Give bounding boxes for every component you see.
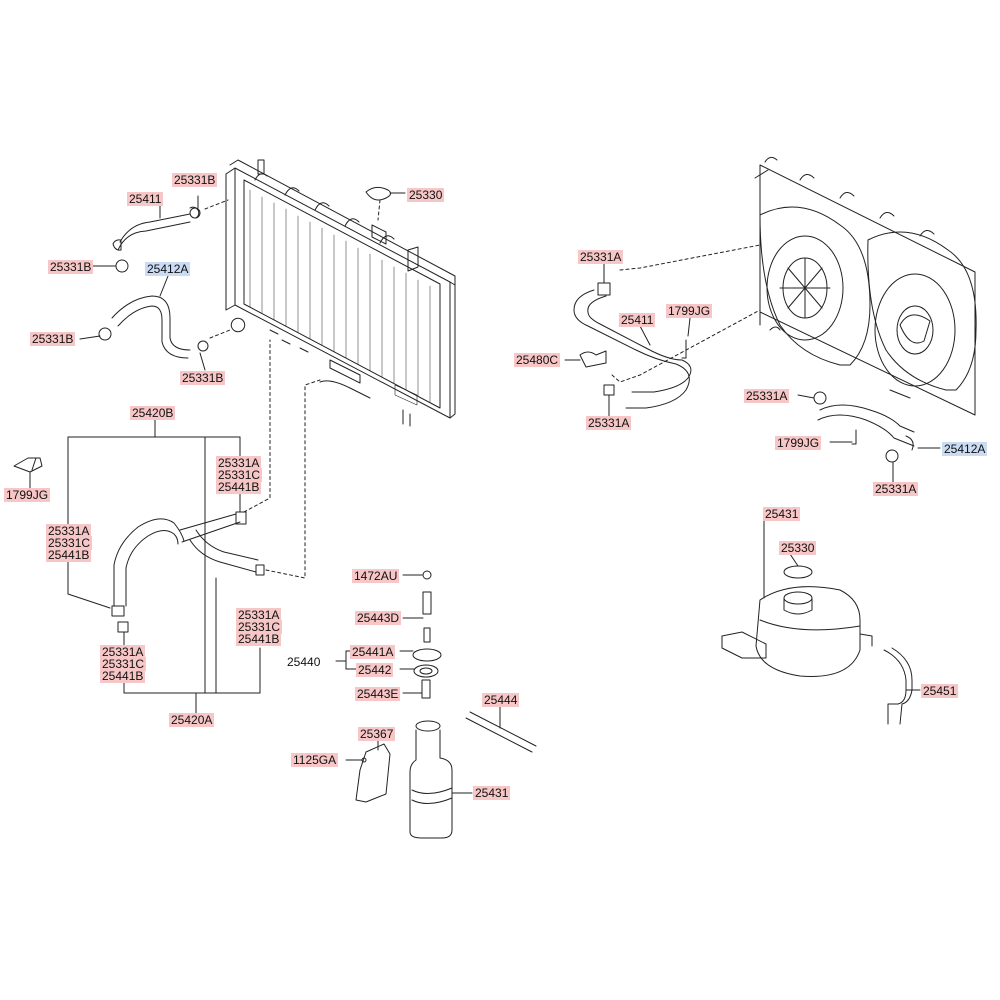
- part-label-l35: 25411: [619, 313, 656, 327]
- part-label-l9: 25331A: [216, 456, 262, 470]
- part-label-l22: 25331A: [100, 645, 146, 659]
- part-label-l4: 25331B: [48, 260, 94, 274]
- part-label-l33: 25331A: [578, 250, 624, 264]
- clamp-25331b-c: [197, 340, 209, 352]
- part-label-l23: 25331C: [100, 657, 147, 671]
- part-label-l26: 25442: [356, 663, 394, 677]
- upper-hose-right: [573, 244, 761, 409]
- part-label-l2: 25411: [127, 192, 164, 206]
- clamp-25331b-b: [98, 327, 112, 341]
- part-label-l39: 1799JG: [775, 436, 822, 450]
- part-label-l19: 25441B: [236, 632, 282, 646]
- part-label-l18: 25331C: [236, 620, 283, 634]
- part-label-l41: 25331A: [873, 482, 919, 496]
- part-label-l21: 25441A: [350, 645, 396, 659]
- part-label-l28: 25444: [482, 693, 520, 707]
- part-label-l10: 25331C: [216, 468, 263, 482]
- part-label-l15: 25441B: [46, 548, 92, 562]
- part-label-l31: 1125GA: [291, 753, 339, 767]
- radiator-fan-right: [754, 156, 977, 416]
- upper-hose-left: [112, 199, 229, 251]
- part-label-l27: 25443E: [355, 687, 401, 701]
- clamp-25331b-a: [115, 259, 129, 273]
- part-label-l3: 25330: [407, 188, 445, 202]
- part-label-l25: 25440: [287, 655, 321, 669]
- radiator-cap-left: [365, 186, 392, 201]
- part-label-l16: 1472AU: [352, 569, 400, 583]
- lower-hose-right: [813, 391, 915, 463]
- part-label-l20: 25443D: [355, 611, 402, 625]
- clip-1799jg-left: [13, 457, 43, 473]
- radiator-left: [225, 159, 456, 427]
- part-label-l29: 25420A: [169, 713, 215, 727]
- part-label-l5: 25412A: [145, 262, 191, 276]
- part-label-l42: 25431: [763, 507, 801, 521]
- part-label-l17: 25331A: [236, 608, 282, 622]
- part-label-l8: 25420B: [130, 406, 176, 420]
- part-label-l24: 25441B: [100, 669, 146, 683]
- part-label-l34: 1799JG: [666, 304, 713, 318]
- lower-hose-left: [111, 295, 231, 359]
- part-label-l12: 1799JG: [4, 488, 51, 502]
- part-label-l43: 25330: [779, 541, 817, 555]
- part-label-l36: 25480C: [514, 353, 561, 367]
- part-label-l44: 25451: [921, 684, 959, 698]
- part-label-l7: 25331B: [180, 371, 226, 385]
- reservoir-parts: [335, 570, 537, 839]
- part-label-l37: 25331A: [744, 389, 790, 403]
- part-label-l40: 25412A: [942, 442, 988, 456]
- part-label-l14: 25331C: [46, 536, 93, 550]
- part-label-l38: 25331A: [586, 416, 632, 430]
- part-label-l30: 25367: [358, 727, 396, 741]
- part-label-l11: 25441B: [216, 480, 262, 494]
- part-label-l1: 25331B: [172, 173, 218, 187]
- heater-hoses: [111, 511, 265, 633]
- part-label-l32: 25431: [473, 786, 511, 800]
- reservoir-right: [721, 519, 921, 725]
- bracket-25420b: [67, 417, 261, 714]
- part-label-l13: 25331A: [46, 524, 92, 538]
- part-label-l6: 25331B: [30, 332, 76, 346]
